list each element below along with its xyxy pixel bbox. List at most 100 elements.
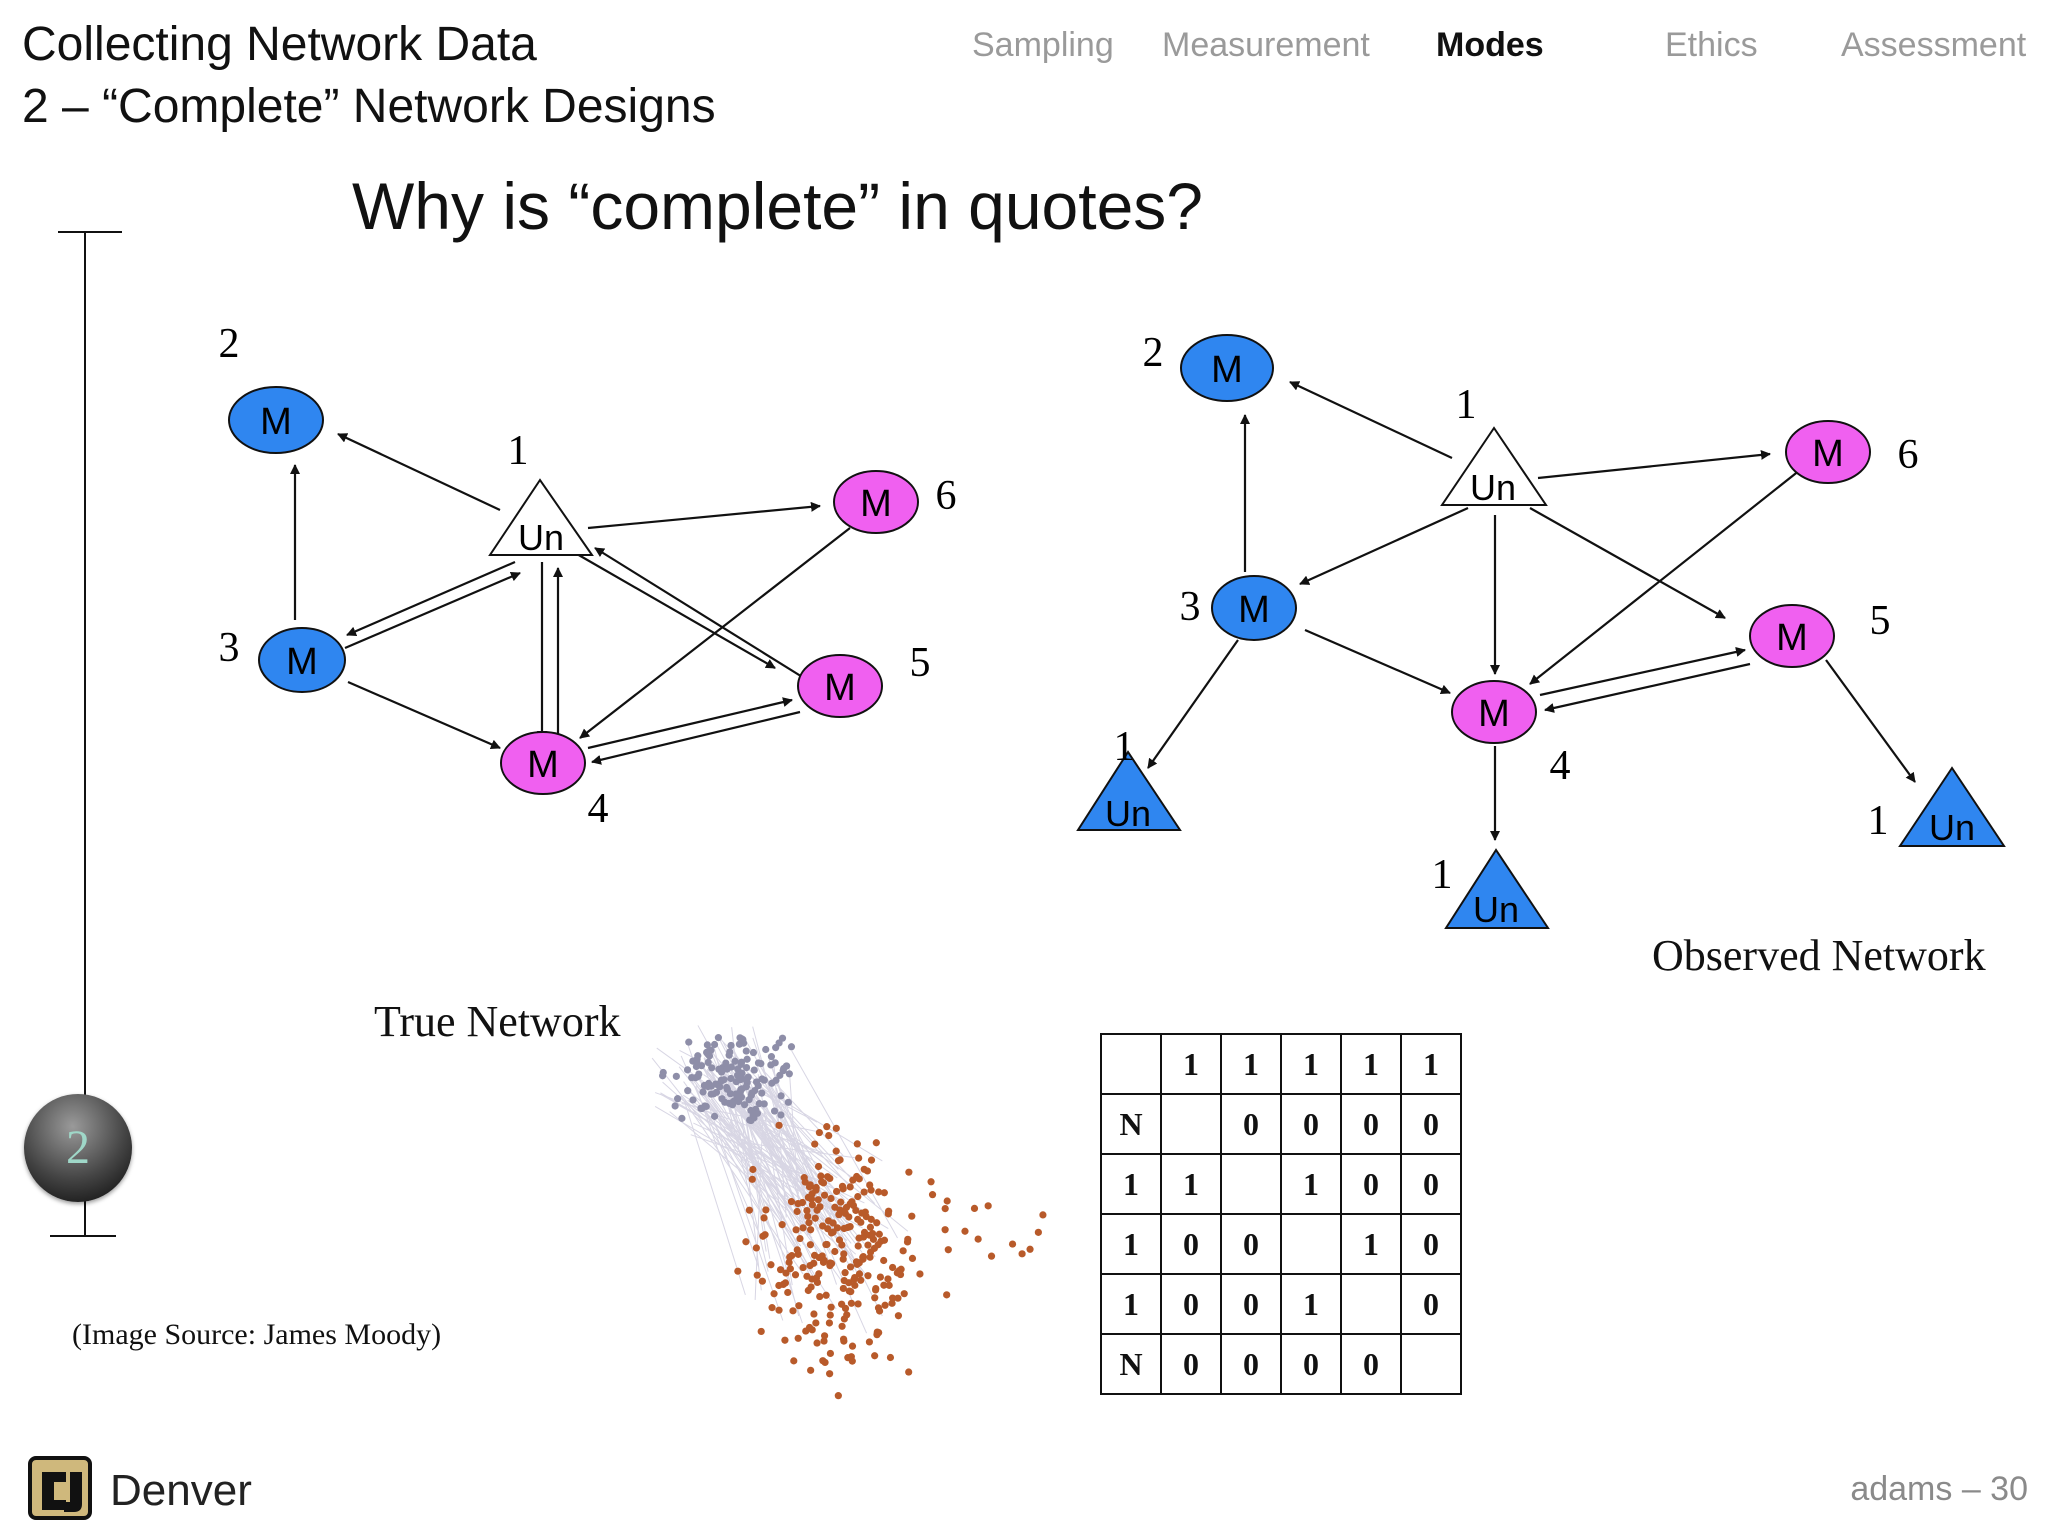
network-image-node	[825, 1131, 833, 1140]
network-image-node	[806, 1241, 815, 1249]
network-image-edge	[695, 1086, 759, 1267]
network-image-node	[708, 1064, 716, 1072]
network-image-node	[884, 1275, 892, 1283]
true-node-6: M 6	[833, 470, 957, 534]
network-image-node	[757, 1327, 765, 1336]
network-image-node	[1034, 1228, 1042, 1236]
matrix-cell: 1	[1280, 1033, 1342, 1095]
network-image-node	[705, 1052, 714, 1060]
progress-track	[50, 231, 122, 1237]
matrix-cell: 0	[1340, 1153, 1402, 1215]
svg-text:M: M	[860, 483, 892, 525]
network-image-edge	[775, 1087, 811, 1216]
matrix-cell: 1	[1340, 1033, 1402, 1095]
network-image-node	[745, 1206, 753, 1214]
nav-sampling[interactable]: Sampling	[972, 26, 1114, 64]
matrix-cell: 1	[1340, 1213, 1402, 1275]
network-image-node	[832, 1124, 840, 1132]
network-image-node	[841, 1269, 849, 1277]
network-image-node	[832, 1147, 840, 1155]
progress-knob[interactable]: 2	[24, 1094, 132, 1202]
svg-text:M: M	[286, 641, 318, 683]
network-image-node	[908, 1212, 916, 1220]
network-image-edge	[704, 1057, 808, 1265]
observed-node-4: M 4	[1451, 680, 1571, 789]
network-image-edge	[748, 1095, 864, 1249]
network-image-node	[827, 1303, 835, 1311]
matrix-cell: 1	[1160, 1033, 1222, 1095]
network-image-node	[838, 1241, 846, 1249]
network-image-node	[875, 1328, 883, 1337]
network-image-node	[807, 1283, 815, 1291]
network-image-node	[768, 1079, 776, 1087]
network-image-node	[908, 1254, 917, 1263]
network-image-node	[839, 1255, 847, 1263]
network-image-node	[838, 1300, 846, 1308]
network-image-node	[732, 1078, 740, 1086]
nav-modes[interactable]: Modes	[1436, 26, 1544, 64]
network-image-node	[961, 1227, 969, 1235]
svg-text:M: M	[1812, 433, 1844, 475]
svg-text:Un: Un	[1929, 807, 1975, 848]
network-image-node	[794, 1334, 802, 1342]
matrix-cell: N	[1100, 1093, 1162, 1155]
network-image-node	[789, 1307, 797, 1315]
matrix-cell	[1280, 1213, 1342, 1275]
network-image-node	[703, 1041, 711, 1049]
network-image-node	[847, 1353, 855, 1361]
svg-text:5: 5	[1870, 598, 1891, 644]
network-image-node	[880, 1189, 888, 1197]
network-image-node	[838, 1182, 847, 1190]
network-image-node	[987, 1252, 996, 1260]
network-image-node	[826, 1311, 834, 1319]
network-image-node	[874, 1241, 882, 1249]
network-image-node	[701, 1102, 709, 1110]
network-image-node	[734, 1097, 743, 1106]
network-image-node	[714, 1034, 722, 1042]
network-image-edge	[680, 1095, 804, 1275]
network-image-node	[821, 1358, 829, 1367]
observed-node-unknown-right: Un 1	[1868, 766, 2006, 848]
network-image-node	[845, 1279, 853, 1287]
network-image-node	[754, 1082, 762, 1090]
network-image-node	[749, 1165, 757, 1174]
network-image-node	[823, 1123, 831, 1131]
matrix-cell: 1	[1160, 1153, 1222, 1215]
network-image-node	[831, 1247, 839, 1256]
matrix-cell: 1	[1280, 1273, 1342, 1335]
nav-assessment[interactable]: Assessment	[1841, 26, 2027, 64]
true-node-1-label: Un	[518, 517, 564, 558]
svg-text:6: 6	[1898, 432, 1919, 478]
network-image-node	[731, 1057, 739, 1065]
network-image-edge	[749, 1089, 846, 1213]
network-image-node	[859, 1255, 867, 1263]
svg-text:Un: Un	[1105, 793, 1151, 834]
network-image-node	[728, 1099, 736, 1107]
network-image-node	[710, 1112, 719, 1120]
network-image-node	[704, 1083, 712, 1091]
matrix-cell: 0	[1220, 1333, 1282, 1395]
network-image-node	[672, 1072, 680, 1080]
network-image-node	[812, 1319, 820, 1327]
nav-measurement[interactable]: Measurement	[1162, 26, 1370, 64]
network-image-node	[837, 1198, 845, 1206]
network-image-node	[814, 1162, 823, 1171]
network-image-node	[900, 1290, 908, 1298]
network-image-node	[683, 1066, 692, 1074]
network-image-node	[777, 1092, 785, 1100]
network-image-node	[886, 1353, 895, 1362]
network-image-node	[861, 1208, 869, 1216]
nav-ethics[interactable]: Ethics	[1665, 26, 1758, 64]
network-image-node	[871, 1294, 879, 1302]
network-image-node	[803, 1206, 811, 1215]
network-image-node	[742, 1047, 750, 1055]
observed-network-caption: Observed Network	[1652, 931, 1986, 980]
network-image-node	[852, 1258, 861, 1266]
svg-text:2: 2	[1143, 330, 1164, 376]
network-image-node	[875, 1188, 883, 1196]
network-image-node	[822, 1291, 830, 1299]
network-image-node	[671, 1102, 679, 1110]
